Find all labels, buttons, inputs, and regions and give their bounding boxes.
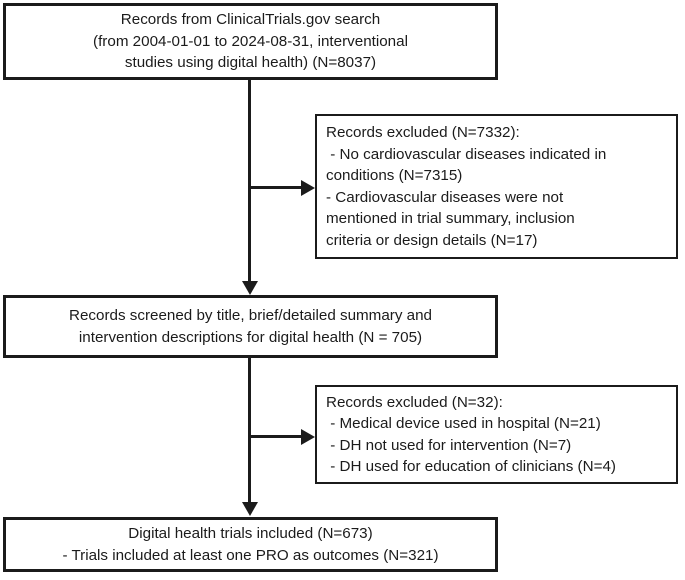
node-trials-included: Digital health trials included (N=673) -… [3,517,498,572]
node-line: - DH not used for intervention (N=7) [326,436,572,454]
node-excluded-first: Records excluded (N=7332): - No cardiova… [315,114,678,259]
connector-identified-to-excluded-first-line [248,186,301,189]
node-line: - No cardiovascular diseases indicated i… [326,145,607,163]
node-line: Records screened by title, brief/detaile… [69,307,432,324]
node-excluded-second: Records excluded (N=32): - Medical devic… [315,385,678,484]
node-line: intervention descriptions for digital he… [78,328,423,346]
connector-screened-to-included-line [248,358,251,503]
connector-screened-to-excluded-second-line [248,435,301,438]
node-line: (from 2004-01-01 to 2024-08-31, interven… [93,32,408,50]
node-line: - Trials included at least one PRO as ou… [62,546,439,564]
connector-identified-to-screened-arrowhead [241,281,258,295]
node-line: Records excluded (N=7332): [326,124,520,141]
node-records-identified: Records from ClinicalTrials.gov search (… [3,3,498,80]
node-line: mentioned in trial summary, inclusion [326,210,575,227]
node-line: criteria or design details (N=17) [326,231,538,249]
node-line: studies using digital health) (N=8037) [124,54,377,72]
node-line: Records excluded (N=32): [326,393,503,411]
node-line: - Medical device used in hospital (N=21) [326,415,601,432]
connector-identified-to-excluded-first-arrowhead [301,179,315,196]
node-line: - DH used for education of clinicians (N… [326,458,616,475]
connector-screened-to-included-arrowhead [241,502,258,516]
node-line: - Cardiovascular diseases were not [326,188,564,206]
node-line: Records from ClinicalTrials.gov search [120,11,381,29]
node-line: Digital health trials included (N=673) [128,525,373,542]
connector-screened-to-excluded-second-arrowhead [301,428,315,445]
node-line: conditions (N=7315) [326,167,463,184]
connector-identified-to-screened-line [248,80,251,282]
node-records-screened: Records screened by title, brief/detaile… [3,295,498,358]
